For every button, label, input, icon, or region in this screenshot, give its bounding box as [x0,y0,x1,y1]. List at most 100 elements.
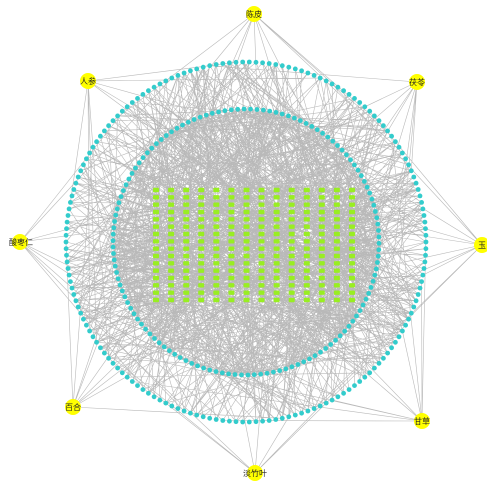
target-node [333,224,340,229]
ingredient-node [115,276,121,282]
target-node [168,239,175,244]
ingredient-node [415,292,421,297]
target-node [258,275,265,281]
herb-dot [474,237,487,253]
ingredient-node [84,156,89,162]
target-node [303,283,310,288]
ingredient-node [352,383,357,388]
ingredient-node [175,73,181,78]
ingredient-node [335,394,341,400]
ingredient-node [355,167,361,173]
inner-ingredient-ring [110,106,382,378]
ingredient-node [169,403,175,409]
herb-dot [65,399,81,415]
ingredient-node [156,340,162,346]
ingredient-node [185,119,191,125]
ingredient-node [396,144,402,150]
ingredient-node [188,68,193,74]
ingredient-node [64,259,70,265]
ingredient-node [273,110,279,115]
ingredient-node [408,310,414,316]
herb-dot [246,6,262,22]
ingredient-node [110,238,116,244]
ingredient-node [63,232,69,238]
target-node [168,290,175,295]
target-node [168,253,175,259]
target-node [213,283,220,288]
ingredient-node [311,406,317,411]
ingredient-node [421,213,427,218]
target-node [349,195,355,200]
target-node [288,202,295,207]
target-node [153,231,159,237]
target-node [273,195,280,200]
ingredient-node [317,403,323,409]
ingredient-node [403,156,408,162]
ingredient-node [389,345,394,351]
ingredient-node [195,363,201,369]
ingredient-node [163,133,169,138]
ingredient-node [133,165,138,171]
target-node [153,268,159,273]
ingredient-node [423,226,428,232]
ingredient-node [271,369,276,375]
target-node [333,268,340,273]
ingredient-node [143,326,149,332]
ingredient-node [346,92,352,97]
ingredient-node [376,234,382,240]
herb-dot [12,234,28,250]
target-node [273,290,280,295]
target-node [258,224,265,229]
target-node [258,253,265,259]
ingredient-node [203,112,209,118]
ingredient-node [117,282,123,288]
ingredient-node [266,61,272,66]
target-node [198,187,205,193]
target-node [303,268,310,273]
ingredient-node [174,125,180,131]
target-node [349,239,355,244]
ingredient-node [90,334,96,340]
target-node [213,290,220,295]
target-node [243,268,250,273]
ingredient-node [415,187,421,192]
ingredient-node [372,365,377,371]
target-node [183,231,190,237]
ingredient-node [111,251,116,256]
target-node [243,253,250,259]
ingredient-node [385,128,390,134]
herb-label: 百合 [65,402,81,412]
herb-node: 甘草 [414,413,430,429]
target-node [318,297,325,303]
ingredient-node [279,63,285,69]
target-node [198,253,205,259]
target-node [258,239,265,244]
ingredient-node [417,193,423,199]
ingredient-node [423,252,428,258]
target-node [198,231,205,237]
ingredient-node [200,64,206,70]
ingredient-node [413,180,419,186]
ingredient-node [140,155,146,161]
target-node [213,246,220,251]
ingredient-node [330,138,336,144]
ingredient-node [213,417,219,422]
target-node [153,246,159,251]
ingredient-node [385,350,390,356]
ingredient-node [140,387,146,392]
target-node [318,290,325,295]
ingredient-node [246,59,252,65]
ingredient-node [213,62,219,67]
ingredient-node [299,68,304,74]
ingredient-node [309,124,315,129]
target-node [183,224,190,229]
target-node [183,239,190,244]
ingredient-node [123,182,129,188]
target-node [318,246,325,251]
ingredient-node [232,372,238,377]
target-node [183,246,190,251]
target-node [333,261,340,266]
ingredient-node [131,311,137,317]
target-node [303,209,310,215]
target-node [288,253,295,259]
